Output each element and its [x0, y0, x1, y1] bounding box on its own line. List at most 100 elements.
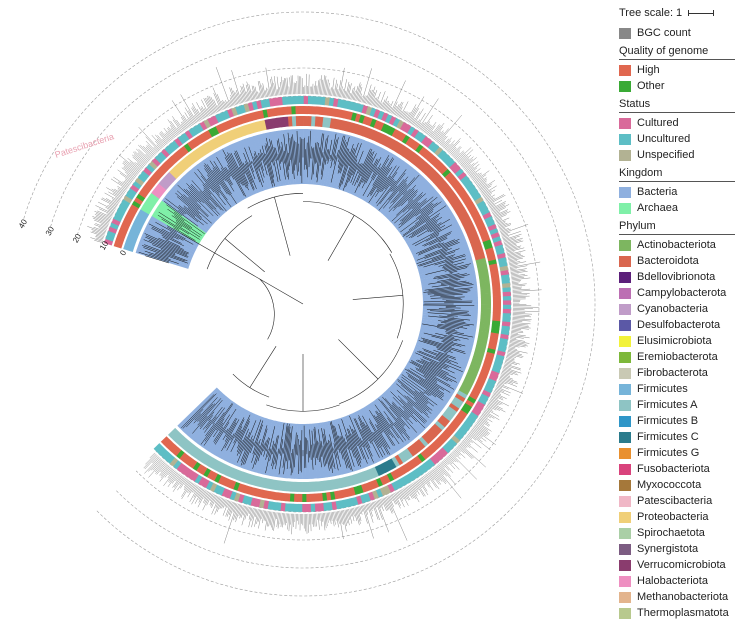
quality-ring-segment [262, 109, 269, 119]
legend-swatch [619, 367, 631, 379]
phylum-ring-segment [391, 456, 400, 468]
quality-ring-segment [379, 476, 387, 486]
phylum-ring-segment [218, 463, 227, 474]
quality-ring-segment [492, 296, 501, 302]
tick-label-0: 0 [118, 248, 128, 257]
quality-ring-segment [492, 304, 501, 310]
status-ring-segment [286, 96, 292, 105]
legend-item-label: Firmicutes G [637, 447, 700, 459]
quality-ring-segment [465, 399, 475, 408]
status-ring-segment [316, 96, 322, 105]
kingdom-ring-segment [419, 264, 475, 280]
phylum-ring-segment [480, 300, 491, 305]
status-ring-segment [481, 389, 491, 398]
quality-ring-segment [440, 431, 450, 441]
phylum-ring-segment [340, 120, 347, 131]
phylum-ring-segment [480, 285, 491, 291]
status-ring-segment [440, 152, 450, 162]
kingdom-ring-segment [390, 184, 434, 225]
kingdom-ring-segment [397, 195, 443, 232]
phylum-ring-segment [362, 126, 370, 138]
phylum-ring-segment [438, 181, 449, 192]
phylum-ring-segment [453, 203, 465, 213]
status-ring-segment [492, 362, 502, 370]
quality-ring-segment [491, 279, 501, 286]
status-ring-segment [383, 485, 391, 495]
legend-swatch [619, 287, 631, 299]
quality-ring-segment [160, 436, 170, 445]
quality-ring-segment [448, 422, 458, 432]
quality-ring-segment [163, 439, 173, 448]
scale-circle [50, 39, 568, 569]
quality-ring-segment [236, 483, 244, 493]
phylum-ring-segment [473, 250, 485, 258]
phylum-ring-segment [311, 116, 316, 127]
status-ring-segment [471, 408, 481, 417]
status-ring-segment [483, 385, 493, 394]
quality-ring-segment [421, 149, 431, 159]
phylum-ring-segment [389, 139, 398, 151]
kingdom-ring-segment [391, 382, 436, 422]
phylum-ring-segment [227, 130, 235, 142]
kingdom-ring-segment [381, 171, 421, 216]
phylum-ring-segment [133, 219, 144, 228]
quality-ring-segment [114, 237, 124, 245]
phylum-ring-segment [236, 470, 244, 482]
status-ring-segment [174, 137, 183, 147]
phylum-ring-segment [470, 359, 482, 367]
legend-item-label: Proteobacteria [637, 511, 709, 523]
legend-item: Cyanobacteria [619, 301, 735, 317]
legend-item: Firmicutes G [619, 445, 735, 461]
legend-item: Cultured [619, 115, 735, 131]
kingdom-ring-segment [274, 130, 287, 186]
legend-group-title: Quality of genome [619, 44, 735, 60]
phylum-ring-segment [476, 337, 488, 345]
quality-ring-segment [397, 466, 405, 476]
phylum-ring-segment [169, 168, 180, 180]
quality-ring-segment [277, 492, 283, 501]
kingdom-ring-segment [258, 420, 276, 475]
quality-ring-segment [390, 470, 398, 480]
quality-ring-segment [364, 482, 372, 492]
quality-ring-segment [360, 483, 368, 493]
quality-ring-segment [372, 479, 380, 489]
status-ring-segment [137, 173, 147, 183]
status-ring-segment [157, 151, 167, 161]
phylum-ring-segment [357, 472, 365, 484]
quality-ring-segment [129, 204, 139, 212]
status-ring-segment [219, 111, 227, 122]
legend-item-label: Myxococcota [637, 479, 702, 491]
legend-item: Unspecified [619, 147, 735, 163]
legend-item: High [619, 62, 735, 78]
ring-separator [125, 126, 481, 482]
phylum-ring-segment [303, 116, 308, 127]
phylum-ring-segment [215, 461, 224, 473]
status-ring-segment [264, 98, 271, 108]
phylum-ring-segment [462, 380, 473, 389]
quality-ring-segment [375, 477, 383, 487]
status-ring-segment [199, 121, 208, 131]
quality-ring-segment [491, 324, 500, 330]
quality-ring-segment [413, 455, 423, 465]
kingdom-ring-segment [307, 423, 314, 479]
quality-ring-segment [490, 271, 500, 278]
quality-ring-segment [317, 493, 324, 502]
phylum-ring-segment [474, 348, 485, 356]
phylum-ring-segment [382, 135, 391, 147]
status-ring-segment [501, 325, 510, 332]
legend-swatch [619, 64, 631, 76]
kingdom-ring-segment [419, 261, 474, 278]
status-ring-segment [499, 338, 508, 345]
quality-ring-segment [490, 328, 500, 334]
kingdom-ring-segment [185, 392, 225, 437]
bgc-count-spikes [87, 67, 542, 544]
phylum-ring-segment [480, 312, 491, 317]
phylum-ring-segment [415, 439, 426, 450]
status-ring-segment [501, 321, 511, 327]
status-ring-segment [456, 428, 466, 438]
kingdom-ring-segment [390, 384, 433, 425]
quality-ring-segment [478, 227, 488, 235]
quality-ring-segment [159, 164, 168, 174]
status-ring-segment [446, 158, 456, 168]
phylum-ring-segment [259, 477, 266, 488]
